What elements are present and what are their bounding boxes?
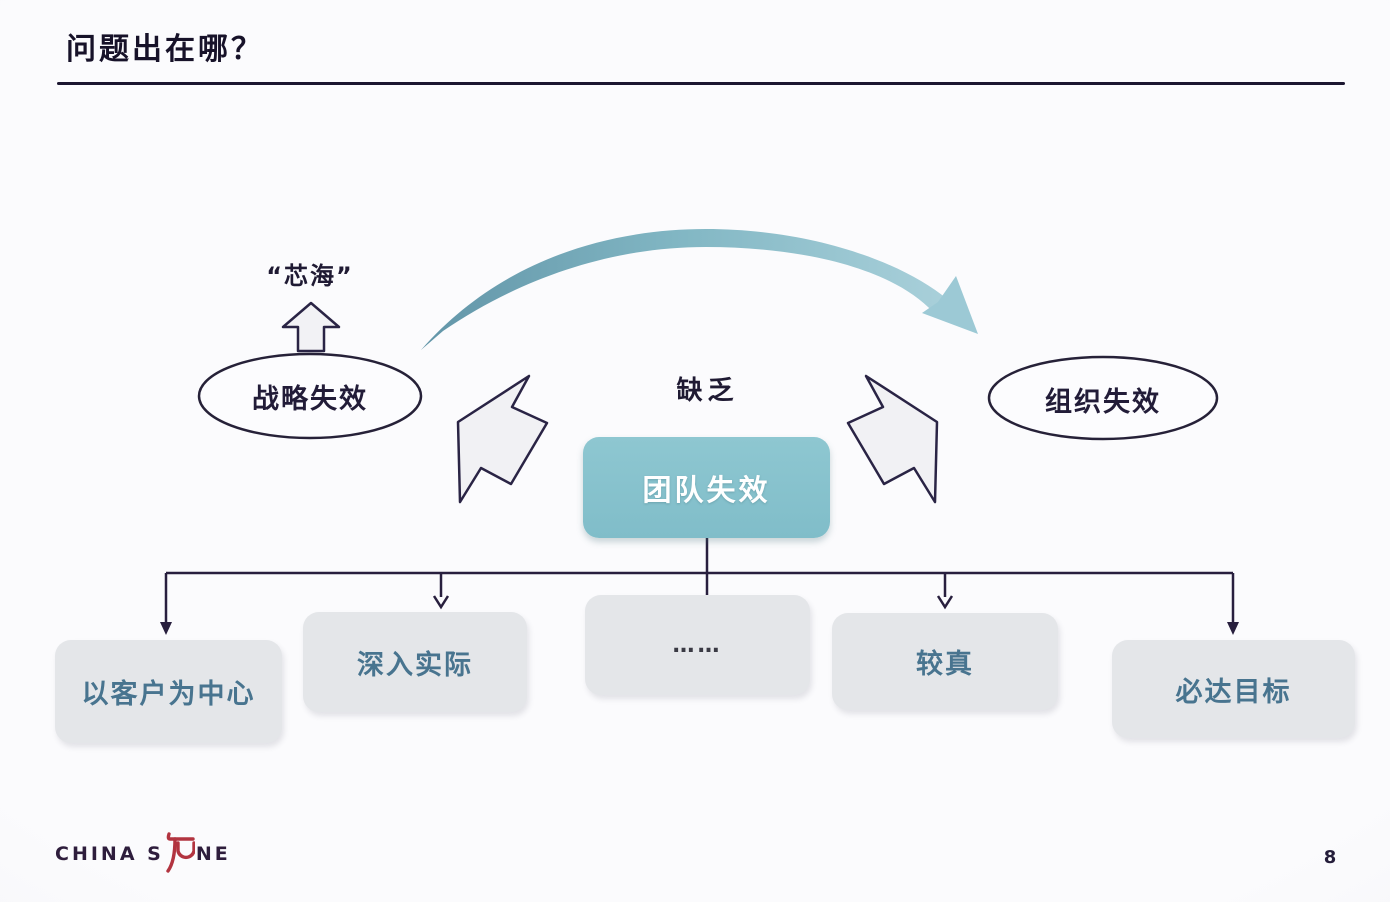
organization-failure-label: 组织失效 (1045, 386, 1161, 418)
arrowhead-left-drop (160, 622, 172, 635)
bottom-box-customer-centric: 以客户为中心 (55, 640, 282, 743)
arrowhead-right-drop (1227, 622, 1239, 635)
strategy-failure-label: 战略失效 (252, 383, 368, 415)
up-block-arrow-icon (281, 301, 341, 353)
strategy-failure-ellipse (197, 352, 423, 440)
logo-text-left: CHINA S (55, 843, 164, 865)
organization-failure-ellipse (987, 355, 1219, 441)
left-block-arrow-icon (456, 374, 549, 504)
page-number: 8 (1323, 846, 1337, 868)
bottom-box-ellipsis: …… (585, 595, 810, 695)
bottom-box-must-achieve-goals: 必达目标 (1112, 640, 1355, 738)
connector-tree (164, 538, 1235, 624)
xinhai-quote-label: “芯海” (266, 261, 354, 290)
logo-mark-icon (165, 828, 196, 881)
page-title: 问题出在哪？ (66, 32, 264, 67)
curved-arrow-icon (421, 229, 978, 350)
team-failure-box: 团队失效 (583, 437, 830, 538)
right-block-arrow-icon (846, 374, 939, 504)
china-stone-logo: CHINA S NE (55, 828, 231, 880)
title-divider (57, 82, 1345, 85)
logo-text-right: NE (195, 843, 231, 865)
bottom-box-deep-practice: 深入实际 (303, 612, 527, 712)
bottom-box-serious: 较真 (832, 613, 1058, 710)
lacking-caption: 缺乏 (676, 375, 739, 406)
